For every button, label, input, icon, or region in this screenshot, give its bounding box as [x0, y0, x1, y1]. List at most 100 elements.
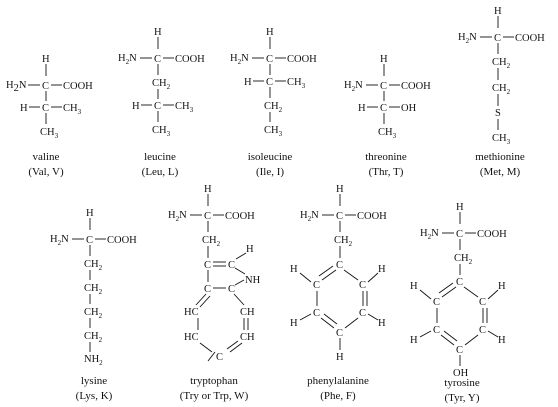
leucine-h-top: H — [154, 27, 162, 38]
isoleucine-h-beta: H — [244, 77, 252, 88]
isoleucine-c-alpha: C — [266, 54, 273, 65]
phenylalanine-c-alpha: C — [336, 211, 343, 222]
tryptophan-ch7: CH — [240, 307, 255, 318]
phenylalanine-amine-h: H — [300, 210, 308, 221]
valine-amine-sub: 2 — [14, 83, 19, 94]
lysine-ch2-a: CH2 — [84, 259, 103, 272]
methionine-name: methionine — [475, 151, 525, 163]
phenylalanine-bond — [320, 317, 335, 329]
leucine-ch3-right-sub: 3 — [190, 106, 194, 114]
lysine-ch2-a-ch: CH — [84, 259, 99, 270]
tyrosine-h-top: H — [456, 202, 464, 213]
valine-abbr: (Val, V) — [28, 166, 64, 178]
isoleucine-amine-sub: 2 — [238, 58, 242, 66]
isoleucine-abbr: (Ile, I) — [256, 166, 284, 178]
isoleucine-h-top: H — [266, 27, 274, 38]
methionine-ch3-sub: 3 — [507, 138, 511, 146]
phenylalanine-c6: C — [359, 280, 366, 291]
phenylalanine-name: phenylalanine — [307, 375, 369, 387]
threonine-abbr: (Thr, T) — [369, 166, 404, 178]
threonine-structure: H H2N C COOH H C OH CH3 threonine (Thr, … — [344, 54, 431, 178]
threonine-c-beta: C — [380, 103, 387, 114]
tryptophan-bond — [195, 293, 207, 306]
threonine-name: threonine — [365, 151, 407, 163]
valine-c-alpha: C — [42, 81, 49, 92]
leucine-ch2-ch: CH — [152, 78, 167, 89]
tryptophan-bond — [199, 342, 213, 353]
tyrosine-name: tyrosine — [444, 377, 480, 389]
phenylalanine-bond — [343, 269, 359, 281]
phenylalanine-bond — [323, 313, 338, 325]
valine-structure: H H2N C COOH H C CH3 CH3 valine (Val, V) — [6, 54, 93, 178]
methionine-ch2-b-sub: 2 — [507, 88, 511, 96]
tyrosine-structure: H H2N C COOH CH2 C C C H H C C H H C OH — [410, 202, 507, 404]
tyrosine-c4: C — [456, 345, 463, 356]
leucine-ch3-bottom: CH3 — [152, 125, 171, 138]
tryptophan-nh: NH — [245, 275, 261, 286]
tyrosine-cooh: COOH — [477, 229, 507, 240]
valine-c-beta: C — [42, 103, 49, 114]
phenylalanine-ch2-sub: 2 — [349, 240, 353, 248]
methionine-ch3-ch: CH — [492, 133, 507, 144]
lysine-ch2-c-ch: CH — [84, 307, 99, 318]
lysine-ch2-c: CH2 — [84, 307, 103, 320]
methionine-structure: H H2N C COOH CH2 CH2 S CH3 methionine (M… — [458, 6, 545, 178]
tryptophan-bond — [234, 267, 246, 275]
phenylalanine-c1: C — [336, 260, 343, 271]
lysine-c-alpha: C — [86, 235, 93, 246]
methionine-amine: H2N — [458, 32, 477, 45]
tyrosine-ch2-sub: 2 — [469, 258, 473, 266]
lysine-ch2-b-sub: 2 — [99, 288, 103, 296]
tyrosine-h2: H — [410, 281, 418, 292]
phenylalanine-bond — [344, 317, 359, 329]
isoleucine-amine-n: N — [241, 53, 249, 64]
threonine-amine: H2N — [344, 80, 363, 93]
isoleucine-c-beta: C — [266, 77, 273, 88]
methionine-ch2-b-ch: CH — [492, 83, 507, 94]
phenylalanine-ch2-ch: CH — [334, 235, 349, 246]
leucine-amine: H2N — [118, 53, 137, 66]
tyrosine-h6: H — [498, 281, 506, 292]
phenylalanine-c2: C — [313, 280, 320, 291]
valine-ch3-bottom-ch: CH — [40, 127, 55, 138]
lysine-nh2: NH2 — [84, 354, 103, 367]
isoleucine-amine: H2N — [230, 53, 249, 66]
valine-ch3-bottom: CH3 — [40, 127, 59, 140]
threonine-amine-h: H — [344, 80, 352, 91]
leucine-amine-sub: 2 — [126, 58, 130, 66]
methionine-cooh: COOH — [515, 33, 545, 44]
lysine-ch2-d: CH2 — [84, 331, 103, 344]
threonine-cooh: COOH — [401, 81, 431, 92]
phenylalanine-bond — [299, 313, 312, 321]
tryptophan-h-top: H — [204, 184, 212, 195]
tyrosine-bond — [438, 282, 454, 294]
lysine-amine: H2N — [50, 234, 69, 247]
tryptophan-amine-h: H — [168, 210, 176, 221]
phenylalanine-bond — [321, 269, 337, 281]
isoleucine-ch3-right: CH3 — [287, 77, 306, 90]
phenylalanine-c3: C — [313, 308, 320, 319]
methionine-amine-h: H — [458, 32, 466, 43]
isoleucine-ch3-right-ch: CH — [287, 77, 302, 88]
lysine-cooh: COOH — [107, 235, 137, 246]
leucine-ch3-bottom-sub: 3 — [167, 130, 171, 138]
threonine-h-top: H — [380, 54, 388, 65]
methionine-c-alpha: C — [494, 33, 501, 44]
valine-ch3-bottom-sub: 3 — [55, 132, 59, 140]
threonine-oh: OH — [401, 103, 417, 114]
lysine-h-top: H — [86, 208, 94, 219]
methionine-ch2-a: CH2 — [492, 57, 511, 70]
isoleucine-ch3-right-sub: 3 — [302, 82, 306, 90]
tryptophan-cooh: COOH — [225, 211, 255, 222]
phenylalanine-h2: H — [290, 264, 298, 275]
isoleucine-ch3-bottom-sub: 3 — [279, 130, 283, 138]
methionine-ch2-b: CH2 — [492, 83, 511, 96]
valine-ch3-right-sub: 3 — [78, 108, 82, 116]
tryptophan-bond — [207, 351, 216, 362]
tryptophan-h-c2: H — [246, 244, 254, 255]
tryptophan-c-bottom: C — [216, 352, 223, 363]
tryptophan-amine-n: N — [179, 210, 187, 221]
lysine-ch2-b-ch: CH — [84, 283, 99, 294]
tryptophan-hc5: HC — [184, 332, 199, 343]
